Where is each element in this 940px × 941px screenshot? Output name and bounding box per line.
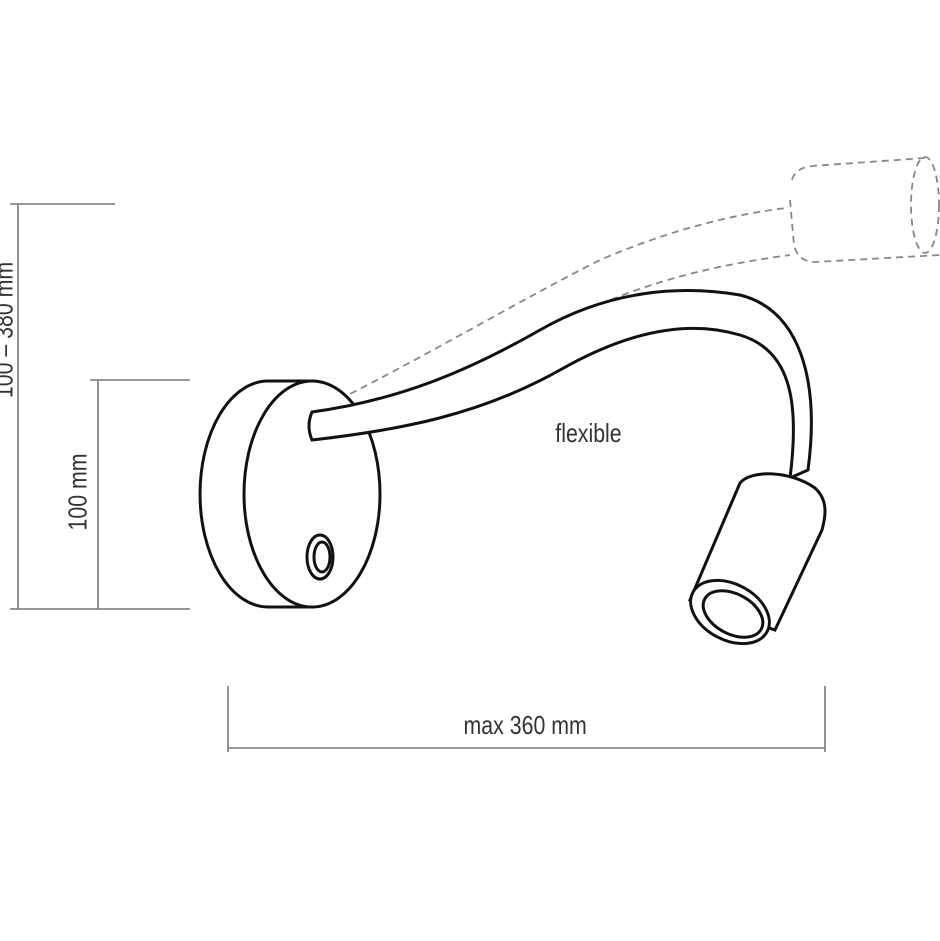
flexible-label: flexible	[555, 418, 622, 448]
ghost-lens	[910, 156, 940, 254]
dimension-lines	[10, 203, 826, 752]
flexible-arm	[307, 289, 813, 481]
switch-inner	[312, 540, 332, 574]
ghost-arm-top	[317, 207, 787, 411]
max-length-label: max 360 mm	[463, 710, 587, 740]
base-height-label: 100 mm	[62, 453, 93, 531]
ghost-head	[789, 157, 940, 263]
height-range-label: 100 – 380 mm	[0, 261, 19, 399]
base-face	[242, 379, 382, 609]
lamp-lens-inner	[701, 589, 765, 639]
lamp	[198, 289, 827, 646]
